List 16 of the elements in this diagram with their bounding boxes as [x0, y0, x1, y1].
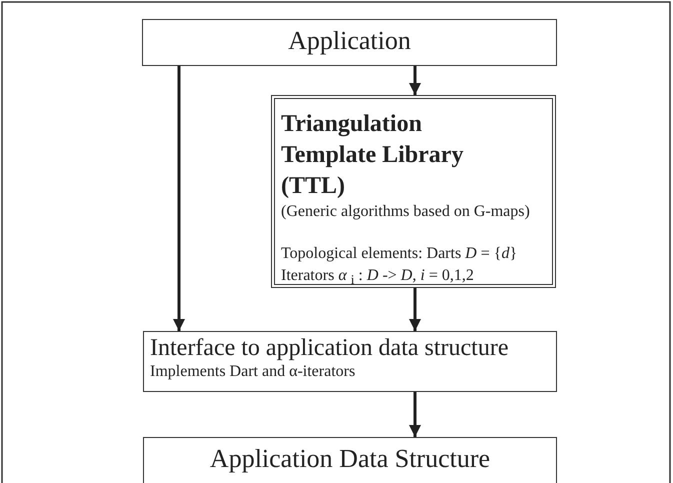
interface-heading: Interface to application data structure: [150, 335, 510, 363]
arrow: [409, 288, 421, 331]
library-subtitle: (Generic algorithms based on G-maps): [281, 202, 531, 221]
iterators-line: Iterators α $_{i}$ : D -> D, i = 0,1,2: [281, 266, 475, 290]
process-box: [143, 437, 557, 483]
arrow: [173, 66, 185, 331]
arrow: [409, 66, 421, 95]
node-title: Application Data Structure: [208, 444, 492, 474]
process-box: [142, 19, 557, 66]
library-heading: Triangulation Template Library (TTL): [281, 110, 464, 202]
process-box: [271, 95, 556, 288]
process-box: [143, 331, 557, 392]
elements-line: Topological elements: Darts D = {d}: [281, 244, 518, 264]
interface-subtitle: Implements Dart and α-iterators: [150, 362, 356, 381]
arrow: [409, 392, 421, 437]
node-title: Application: [287, 26, 412, 56]
